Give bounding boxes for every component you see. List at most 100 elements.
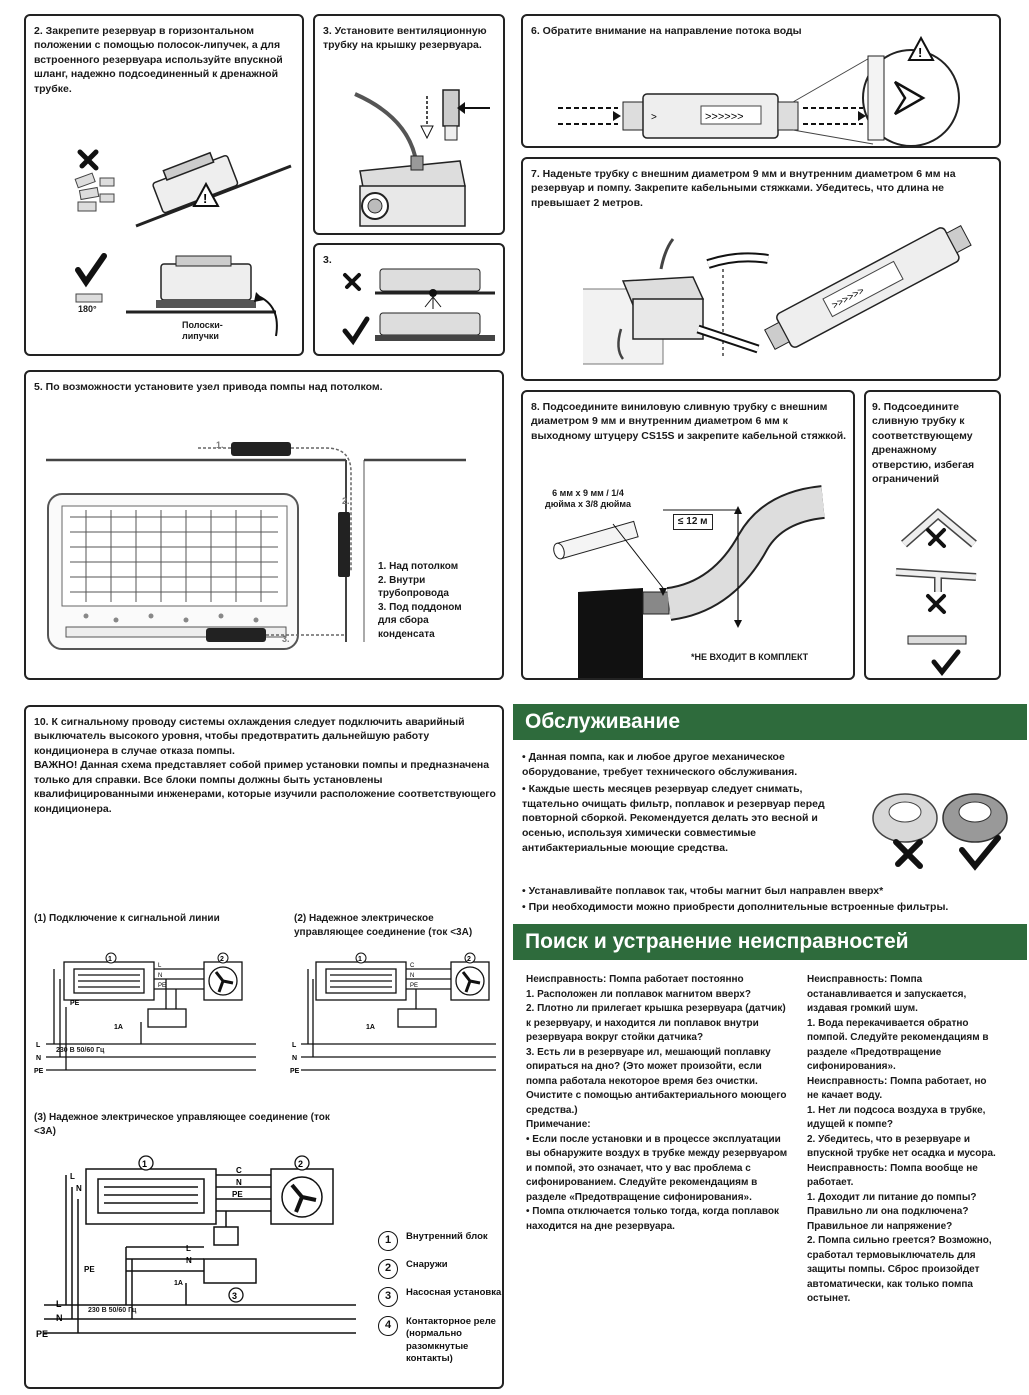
step-7-caption: 7. Наденьте трубку с внешним диаметром 9… [531,168,956,209]
level-illustration [342,268,495,346]
troubleshooting-column-2: Неисправность: Помпа останавливается и з… [807,974,996,1304]
step-10-caption: 10. К сигнальному проводу системы охлажд… [34,716,496,815]
svg-text:L: L [186,1244,191,1253]
svg-text:1A: 1A [114,1024,123,1031]
tube-size-label: 6 мм x 9 мм / 1/4 дюйма x 3/8 дюйма [545,488,631,510]
svg-text:PE: PE [36,1329,48,1339]
svg-text:2: 2 [467,956,471,963]
voltage-label-1: 230 В 50/60 Гц [56,1047,105,1054]
maintenance-bullet-1: • Данная помпа, как и любое другое механ… [522,751,798,778]
step-6-caption: 6. Обратите внимание на направление пото… [531,25,802,37]
svg-text:PE: PE [158,983,166,989]
svg-text:2: 2 [298,1159,303,1169]
legend-text: Внутренний блок [406,1231,488,1242]
step-8-caption: 8. Подсоедините виниловую сливную трубку… [531,401,847,442]
check-icon [959,835,1001,871]
step-5-panel: 5. По возможности установите узел привод… [24,370,504,680]
check-icon [931,649,961,677]
step-3-vent-panel: 3. Установите вентиляционную трубку на к… [313,14,505,235]
position-marker-2: 2. [342,496,350,506]
step-7-panel: 7. Наденьте трубку с внешним диаметром 9… [521,157,1001,381]
svg-text:N: N [292,1055,297,1062]
position-marker-3: 3. [282,634,290,644]
maintenance-bullet-4: • При необходимости можно приобрести доп… [522,901,949,913]
step-10-panel: 10. К сигнальному проводу системы охлажд… [24,705,504,1389]
svg-text:PE: PE [34,1068,44,1075]
legend-num: 1 [378,1231,398,1251]
voltage-label-3: 230 В 50/60 Гц [88,1307,137,1314]
svg-text:>>>>>>: >>>>>> [705,111,744,123]
svg-text:N: N [158,973,162,979]
svg-text:L: L [158,963,162,969]
not-included-note: *НЕ ВХОДИТ В КОМПЛЕКТ [691,652,809,662]
bullet-text: При необходимости можно приобрести допол… [528,901,949,913]
svg-text:L: L [56,1299,62,1309]
legend-num: 2 [378,1259,398,1279]
legend-num: 3 [378,1287,398,1307]
step-3b-caption: 3. [323,254,332,266]
svg-text:PE: PE [84,1265,95,1274]
svg-text:>: > [651,112,657,123]
check-icon [75,253,107,288]
cross-icon [926,594,946,614]
height-limit-label: ≤ 12 м [673,514,713,530]
cross-icon [77,149,99,171]
svg-text:C: C [236,1166,242,1175]
step-6-panel: 6. Обратите внимание на направление пото… [521,14,1001,148]
svg-text:N: N [36,1055,41,1062]
legend-num: 4 [378,1316,398,1336]
ceiling-install-illustration [46,442,466,650]
legend-text: Контакторное реле (нормально разомкнутые… [406,1316,496,1365]
troubleshooting-banner: Поиск и устранение неисправностей [513,924,1027,960]
maintenance-bullet-3: • Устанавливайте поплавок так, чтобы маг… [522,885,884,897]
step-3-caption: 3. Установите вентиляционную трубку на к… [323,25,487,52]
troubleshooting-column-1: Неисправность: Помпа работает постоянно … [526,974,788,1232]
legend-item-2: 2 Снаружи [378,1259,448,1279]
step-2-illustration: ! [74,149,292,337]
svg-text:N: N [56,1313,63,1323]
step-3-level-panel: 3. [313,243,505,356]
diagram-3-title: (3) Надежное электрическое управляющее с… [34,1112,330,1137]
maintenance-bullet-2: • Каждые шесть месяцев резервуар следует… [522,783,825,854]
step-2-panel: 2. Закрепите резервуар в горизонтальном … [24,14,304,356]
step-5-caption: 5. По возможности установите узел привод… [34,381,383,393]
cross-icon [926,528,946,548]
svg-text:N: N [410,973,414,979]
svg-text:PE: PE [232,1190,243,1199]
legend-text: Насосная установка [406,1287,502,1298]
svg-text:2: 2 [220,956,224,963]
cross-icon [893,839,923,869]
svg-text:!: ! [918,45,922,60]
drain-connection-illustration [895,508,977,677]
svg-text:C: C [410,963,415,969]
svg-text:3: 3 [232,1291,237,1301]
bullet-text: Устанавливайте поплавок так, чтобы магни… [528,885,884,897]
check-icon [342,316,370,346]
position-marker-1: 1. [216,440,224,450]
drain-tube-illustration [553,485,826,678]
svg-text:1: 1 [142,1159,147,1169]
svg-text:N: N [76,1184,82,1193]
step-2-caption: 2. Закрепите резервуар в горизонтальном … [34,25,283,95]
step-8-panel: 8. Подсоедините виниловую сливную трубку… [521,390,855,680]
diagram-2-title: (2) Надежное электрическое управляющее с… [294,913,473,938]
cross-icon [343,273,361,291]
legend-item-3: 3 Насосная установка [378,1287,501,1307]
svg-text:!: ! [203,191,207,206]
bullet-text: Данная помпа, как и любое другое механич… [522,751,798,778]
step-9-caption: 9. Подсоедините сливную трубку к соответ… [872,401,975,486]
legend-item-4: 4 Контакторное реле (нормально разомкнут… [378,1316,502,1365]
svg-text:L: L [36,1042,41,1049]
bullet-text: Каждые шесть месяцев резервуар следует с… [522,783,825,854]
svg-text:1: 1 [358,956,362,963]
svg-text:1A: 1A [366,1024,375,1031]
velcro-label: Полоски- липучки [182,320,223,342]
legend-item-1: 1 Внутренний блок [378,1231,488,1251]
flow-direction-illustration: >>>>>> > ! [558,35,960,146]
diagram-1-title: (1) Подключение к сигнальной линии [34,913,220,924]
svg-text:PE: PE [410,983,418,989]
svg-text:L: L [70,1172,75,1181]
install-position-list: 1. Над потолком 2. Внутри трубопровода 3… [378,561,462,640]
svg-text:N: N [236,1178,242,1187]
maintenance-banner: Обслуживание [513,704,1027,740]
